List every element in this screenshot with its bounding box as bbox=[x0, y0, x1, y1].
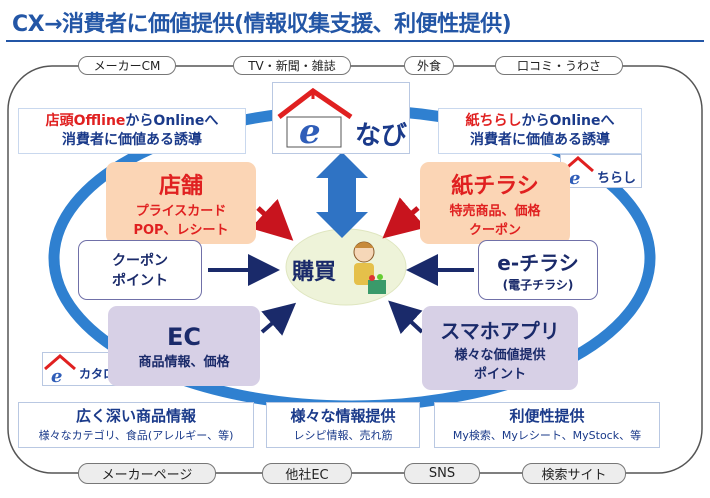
box-e-chirashi: e-チラシ (電子チラシ) bbox=[478, 240, 598, 300]
e-chirashi-logo: e ちらし bbox=[560, 154, 642, 189]
value-box-information-title: 様々な情報提供 bbox=[290, 407, 396, 425]
box-store-line1: プライスカード bbox=[135, 204, 227, 219]
callout-left-highlight: 店頭Offline bbox=[45, 113, 126, 129]
box-echirashi-sub: (電子チラシ) bbox=[502, 278, 574, 292]
box-flyer-line2: クーポン bbox=[468, 223, 521, 238]
double-arrow bbox=[316, 152, 368, 238]
box-ec-title: EC bbox=[166, 322, 201, 351]
value-box-convenience: 利便性提供 My検索、Myレシート、MyStock、等 bbox=[434, 402, 660, 448]
box-store-title: 店舗 bbox=[158, 174, 203, 199]
svg-text:e: e bbox=[51, 366, 62, 385]
pill-word-of-mouth: 口コミ・うわさ bbox=[495, 56, 623, 75]
callout-flyer-online: 紙ちらしからOnlineへ 消費者に価値ある誘導 bbox=[438, 108, 642, 154]
box-app-line1: 様々な価値提供 bbox=[454, 347, 546, 363]
title-underline bbox=[6, 40, 704, 42]
value-box-convenience-title: 利便性提供 bbox=[509, 407, 585, 425]
house-e-icon: e bbox=[277, 87, 353, 152]
svg-text:e: e bbox=[569, 168, 580, 187]
box-store-line2: POP、レシート bbox=[133, 223, 229, 238]
pill-maker-cm: メーカーCM bbox=[78, 56, 176, 75]
box-coupon-point: クーポン ポイント bbox=[78, 240, 202, 300]
callout-left-rest: からOnlineへ bbox=[125, 113, 219, 129]
pill-dining: 外食 bbox=[404, 56, 454, 75]
e-chirashi-text: ちらし bbox=[597, 171, 637, 186]
value-box-information: 様々な情報提供 レシピ情報、売れ筋 bbox=[266, 402, 420, 448]
outer-frame bbox=[7, 65, 703, 474]
value-box-information-sub: レシピ情報、売れ筋 bbox=[293, 428, 393, 442]
box-coupon-line2: ポイント bbox=[112, 273, 168, 289]
callout-left-line2: 消費者に価値ある誘導 bbox=[62, 131, 202, 148]
purchase-label: 購買 bbox=[292, 260, 337, 285]
arrow-ec bbox=[260, 302, 297, 336]
pill-search-site: 検索サイト bbox=[522, 463, 626, 484]
box-app-line2: ポイント bbox=[473, 366, 526, 382]
box-echirashi-title: e-チラシ bbox=[497, 251, 579, 275]
e-navi-logo: e なび bbox=[272, 82, 410, 154]
pill-other-ec: 他社EC bbox=[262, 463, 352, 484]
box-smartphone-app: スマホアプリ 様々な価値提供 ポイント bbox=[422, 306, 578, 390]
box-flyer: 紙チラシ 特売商品、価格 クーポン bbox=[420, 162, 570, 244]
box-ec-sub: 商品情報、価格 bbox=[138, 354, 230, 370]
value-box-convenience-sub: My検索、Myレシート、MyStock、等 bbox=[452, 428, 642, 442]
value-box-product-info: 広く深い商品情報 様々なカテゴリ、食品(アレルギー、等) bbox=[18, 402, 254, 448]
value-box-product-info-title: 広く深い商品情報 bbox=[75, 407, 196, 425]
arrow-app bbox=[388, 300, 424, 335]
pill-maker-page: メーカーページ bbox=[78, 463, 216, 484]
callout-right-rest: からOnlineへ bbox=[521, 113, 615, 129]
e-navi-text: なび bbox=[355, 121, 408, 151]
svg-text:e: e bbox=[299, 112, 321, 152]
callout-right-highlight: 紙ちらし bbox=[465, 113, 522, 129]
box-coupon-line1: クーポン bbox=[112, 253, 168, 269]
pill-sns: SNS bbox=[404, 463, 480, 484]
value-box-product-info-sub: 様々なカテゴリ、食品(アレルギー、等) bbox=[38, 428, 234, 442]
box-flyer-title: 紙チラシ bbox=[451, 174, 539, 199]
page-title: CX→消費者に価値提供(情報収集支援、利便性提供) bbox=[12, 12, 512, 37]
house-e-catalog-icon: e bbox=[44, 354, 76, 387]
box-ec: EC 商品情報、価格 bbox=[108, 306, 260, 386]
box-flyer-line1: 特売商品、価格 bbox=[449, 204, 541, 219]
shopper-illustration bbox=[353, 241, 386, 294]
box-app-title: スマホアプリ bbox=[440, 318, 560, 343]
box-store: 店舗 プライスカード POP、レシート bbox=[106, 162, 256, 244]
callout-store-online: 店頭OfflineからOnlineへ 消費者に価値ある誘導 bbox=[18, 108, 246, 154]
pill-tv-news: TV・新聞・雑誌 bbox=[233, 56, 351, 75]
arrow-store bbox=[250, 198, 294, 241]
arrow-flyer bbox=[382, 197, 426, 239]
callout-right-line2: 消費者に価値ある誘導 bbox=[470, 131, 610, 148]
